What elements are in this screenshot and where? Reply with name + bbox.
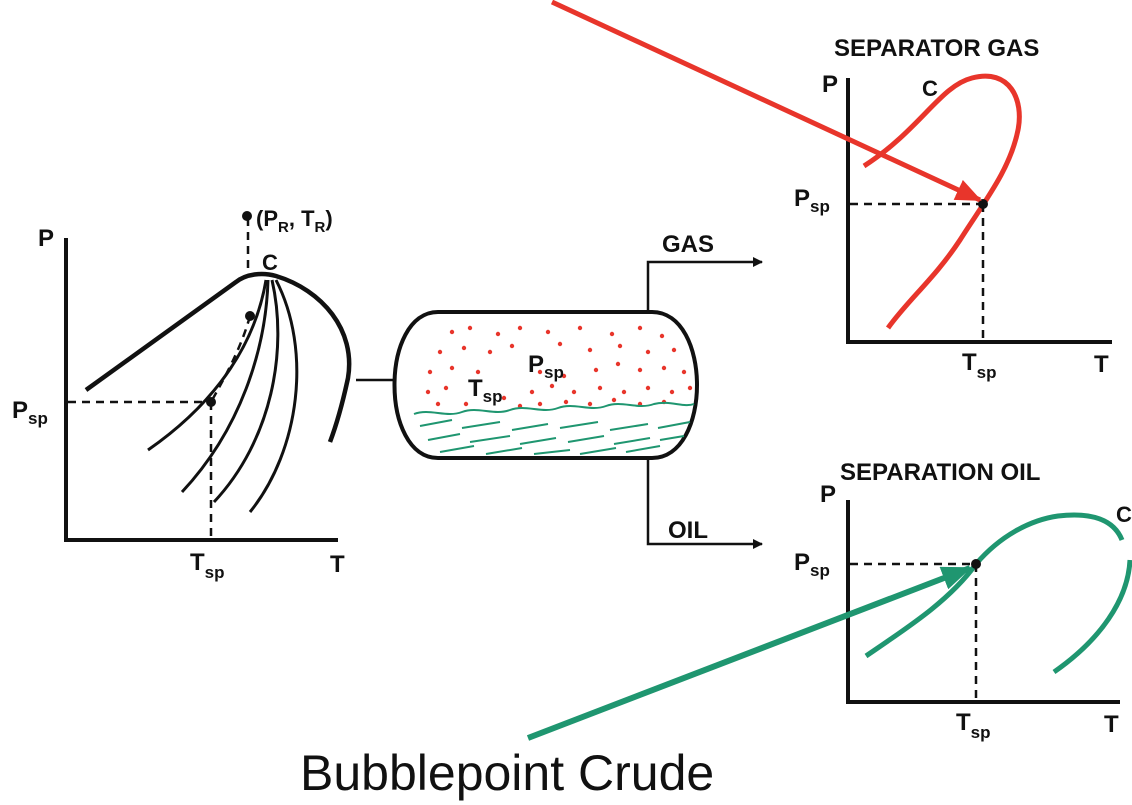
oil-pointer-arrow — [526, 565, 972, 741]
reservoir-psp-label: Psp — [12, 397, 48, 428]
oil-separator-point — [971, 559, 981, 569]
gas-outlet-label: GAS — [662, 231, 714, 258]
reservoir-pr-tr-label: (PR, TR) — [256, 206, 333, 236]
gas-outlet-arrow — [646, 257, 763, 312]
reservoir-t-axis-label: T — [330, 551, 345, 578]
separator-tsp-label: Tsp — [468, 375, 503, 406]
reservoir-tsp-label: Tsp — [190, 549, 225, 582]
separation-oil-diagram: SEPARATION OIL P T C Psp Tsp — [794, 459, 1132, 742]
reservoir-quality-line-4 — [248, 279, 299, 513]
reservoir-path-point — [245, 311, 255, 321]
gas-separator-point — [978, 199, 988, 209]
gas-chart-title: SEPARATOR GAS — [834, 35, 1039, 62]
reservoir-quality-line-3 — [212, 279, 280, 504]
reservoir-phase-diagram: P T C (PR, TR) Psp Tsp — [12, 206, 352, 582]
oil-outlet-arrow — [646, 458, 763, 549]
oil-tsp-label: Tsp — [956, 709, 991, 742]
oil-psp-label: Psp — [794, 549, 830, 580]
oil-outlet-label: OIL — [668, 517, 708, 544]
reservoir-p-axis-label: P — [38, 225, 54, 252]
gas-pointer-arrow — [550, 0, 982, 203]
separator-gas-diagram: SEPARATOR GAS P T C Psp Tsp — [794, 35, 1112, 382]
oil-critical-label: C — [1116, 502, 1132, 527]
gas-critical-label: C — [922, 76, 938, 101]
oil-p-axis-label: P — [820, 481, 836, 508]
reservoir-production-path-lower — [209, 315, 252, 403]
reservoir-quality-line-2 — [180, 279, 270, 494]
reservoir-critical-label: C — [262, 250, 278, 275]
gas-tsp-label: Tsp — [962, 349, 997, 382]
reservoir-initial-point — [242, 211, 252, 221]
gas-phase-envelope — [862, 73, 1022, 330]
gas-p-axis-label: P — [822, 71, 838, 98]
gas-t-axis-label: T — [1094, 351, 1109, 378]
oil-liquid — [413, 401, 695, 455]
separator-shell — [392, 310, 699, 460]
oil-phase-envelope — [864, 512, 1132, 675]
gas-psp-label: Psp — [794, 185, 830, 216]
diagram-caption: Bubblepoint Crude — [300, 745, 714, 801]
separator-vessel: Psp Tsp — [392, 310, 699, 460]
separator-psp-label: Psp — [528, 351, 564, 382]
oil-t-axis-label: T — [1104, 711, 1119, 738]
gas-droplets — [425, 325, 693, 409]
reservoir-phase-envelope — [84, 271, 352, 443]
oil-chart-title: SEPARATION OIL — [840, 459, 1040, 486]
